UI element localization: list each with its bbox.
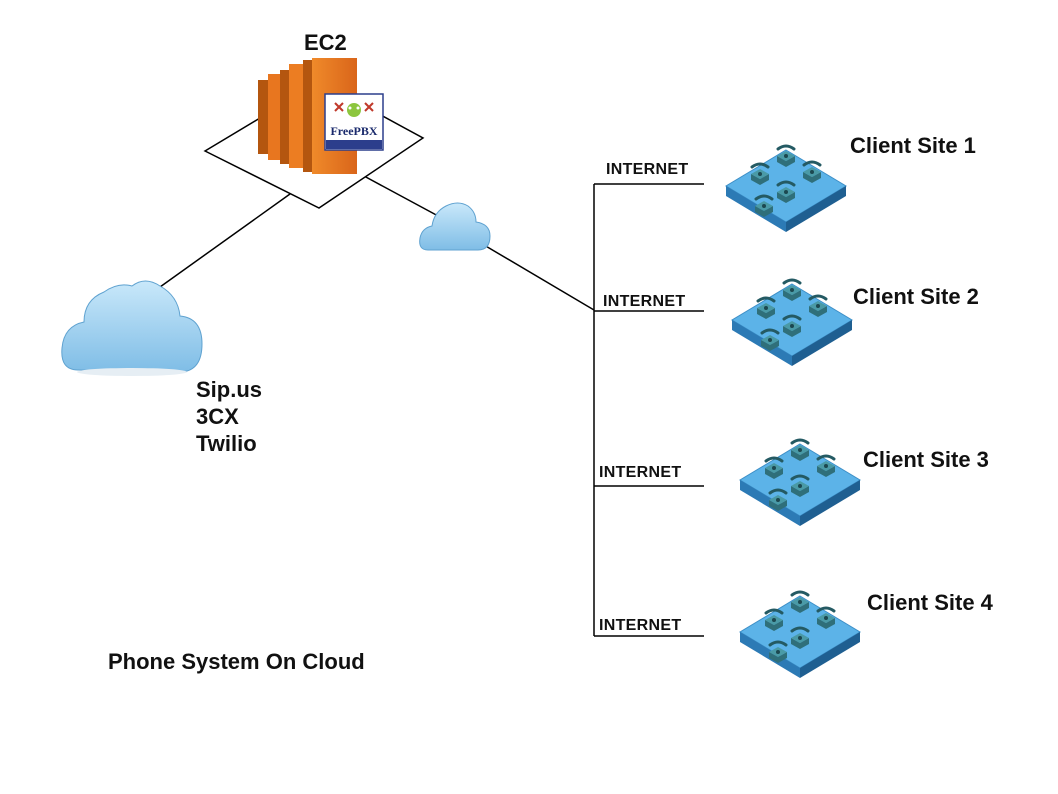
internet-label-site-1: INTERNET xyxy=(606,161,689,178)
phone-icon xyxy=(756,296,776,319)
phone-icon xyxy=(816,606,836,629)
internet-label-site-3: INTERNET xyxy=(599,464,682,481)
cloud-icon xyxy=(61,280,203,376)
phone-icon xyxy=(776,144,796,167)
ec2-instance-icon xyxy=(258,58,357,174)
internet-cloud-icon xyxy=(419,202,491,251)
phone-icon xyxy=(816,454,836,477)
provider-item: 3CX xyxy=(196,404,239,429)
internet-label-site-2: INTERNET xyxy=(603,293,686,310)
phone-cluster-icon xyxy=(725,144,847,232)
freepbx-badge-text: FreePBX xyxy=(330,124,377,138)
client-site-2-label: Client Site 2 xyxy=(853,284,979,309)
provider-item: Twilio xyxy=(196,431,257,456)
internet-label-site-4: INTERNET xyxy=(599,617,682,634)
provider-list: Sip.us 3CX Twilio xyxy=(196,376,262,457)
phone-cluster-icon xyxy=(739,590,861,678)
ec2-to-internet-cloud-line xyxy=(363,175,441,218)
phone-icon xyxy=(776,180,796,203)
phone-icon xyxy=(782,314,802,337)
phone-icon xyxy=(764,456,784,479)
phone-icon xyxy=(750,162,770,185)
phone-icon xyxy=(764,608,784,631)
connection-lines xyxy=(159,175,704,637)
phone-cluster-icon xyxy=(739,438,861,526)
phone-icon xyxy=(782,278,802,301)
phone-icon xyxy=(754,194,774,217)
phone-icon xyxy=(790,590,810,613)
platform-side-right xyxy=(792,320,852,366)
phone-icon xyxy=(790,626,810,649)
client-site-3-label: Client Site 3 xyxy=(863,447,989,472)
client-site-1-label: Client Site 1 xyxy=(850,133,976,158)
phone-cluster-icon xyxy=(731,278,853,366)
diagram-caption: Phone System On Cloud xyxy=(108,649,365,674)
client-site-4-label: Client Site 4 xyxy=(867,590,993,615)
provider-item: Sip.us xyxy=(196,377,263,402)
phone-icon xyxy=(768,488,788,511)
ec2-title: EC2 xyxy=(304,30,347,55)
phone-icon xyxy=(790,438,810,461)
platform-side-right xyxy=(800,632,860,678)
phone-icon xyxy=(802,160,822,183)
internet-cloud-to-bus-line xyxy=(483,244,595,311)
freepbx-logo-icon: FreePBX xyxy=(324,93,384,151)
phone-icon xyxy=(768,640,788,663)
phone-icon xyxy=(760,328,780,351)
phone-icon xyxy=(790,474,810,497)
ec2-to-provider-cloud-line xyxy=(159,193,291,288)
phone-icon xyxy=(808,294,828,317)
platform-side-right xyxy=(800,480,860,526)
platform-side-right xyxy=(786,186,846,232)
